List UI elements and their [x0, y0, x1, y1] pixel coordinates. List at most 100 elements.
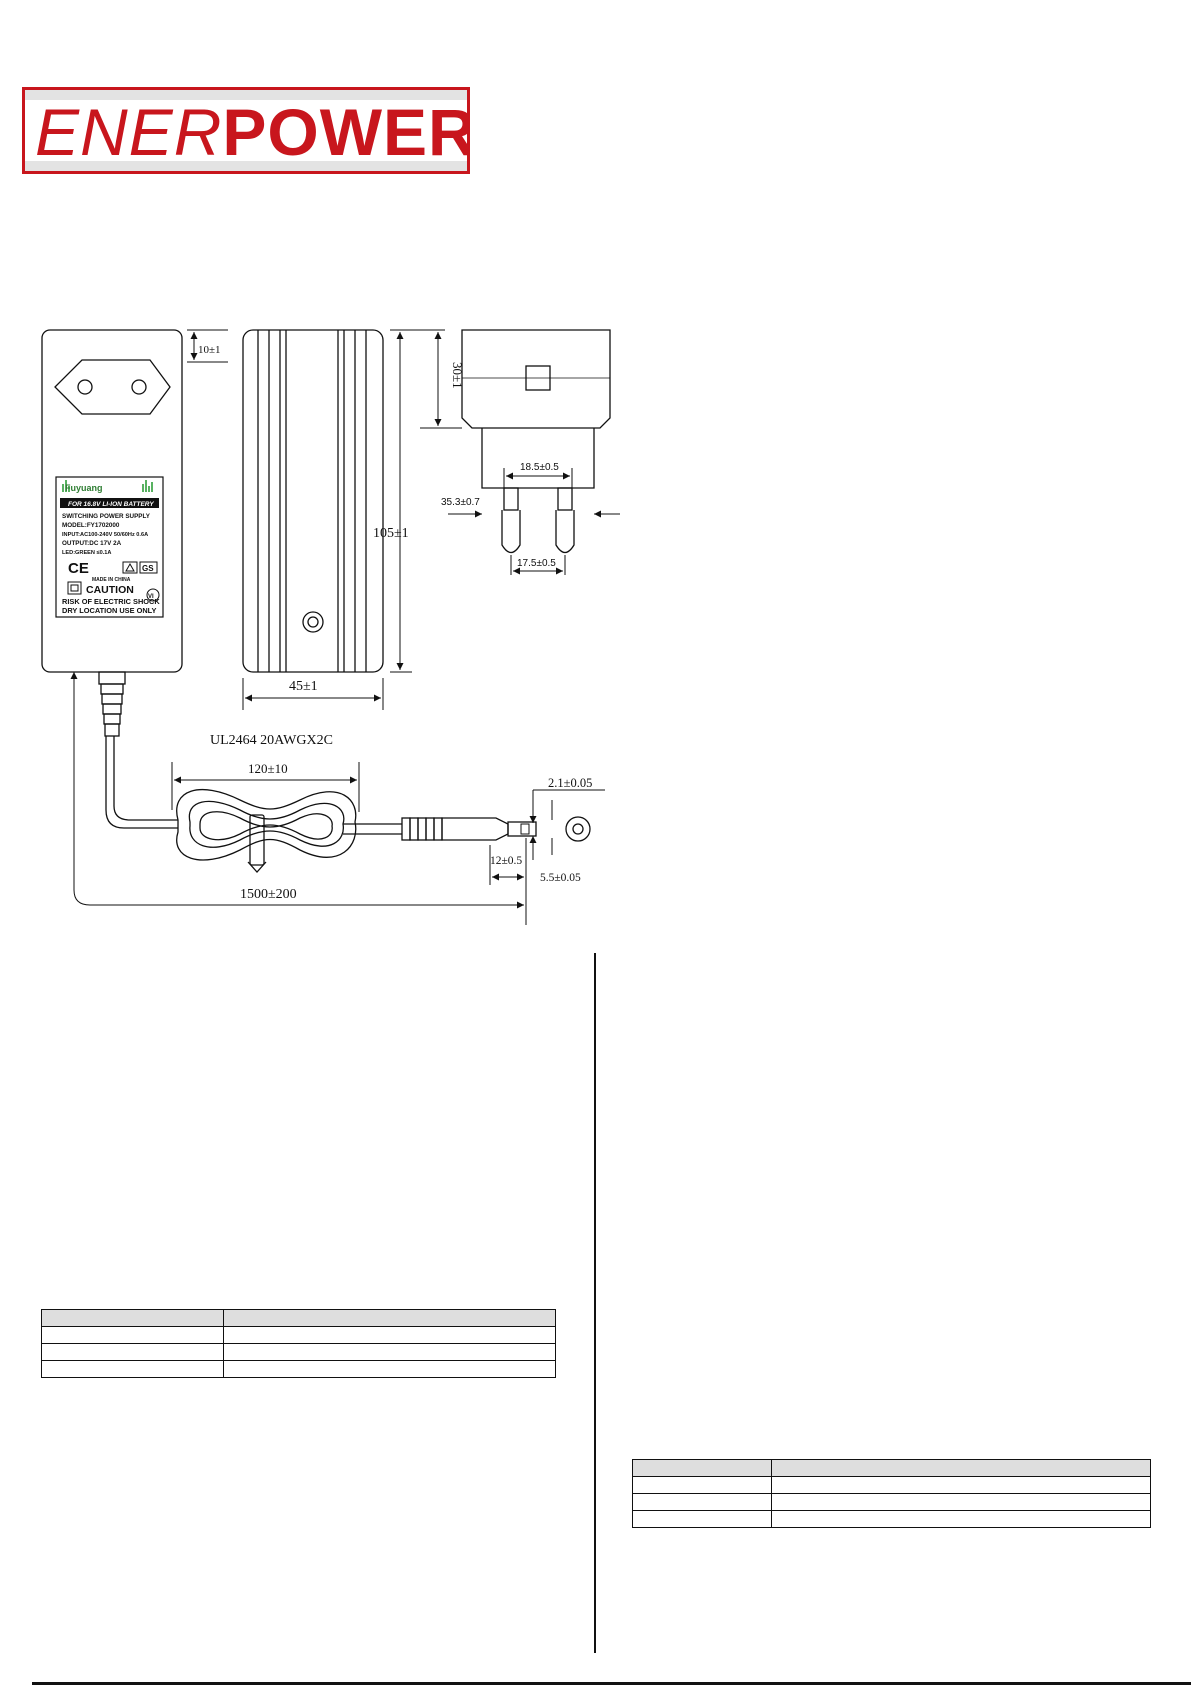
table-cell — [632, 1510, 772, 1528]
pin-right-sleeve — [557, 487, 573, 511]
logo-band-top — [25, 90, 467, 100]
plug-body-outline — [481, 428, 595, 489]
table-row — [632, 1476, 1151, 1494]
table-cell — [223, 1360, 556, 1378]
table-row — [41, 1326, 556, 1344]
pin-right-tip — [555, 510, 575, 554]
table-row — [41, 1360, 556, 1378]
ce-mark: CE — [68, 560, 89, 577]
dim-height: 105±1 — [373, 526, 409, 541]
side-view — [242, 329, 384, 673]
pin-left-tip — [501, 510, 521, 554]
cable-coil-core — [199, 811, 333, 841]
dim-barrel-outer-dia: 5.5±0.05 — [540, 872, 581, 884]
barrel-end-view-inner — [572, 823, 584, 835]
dim-plug-depth: 30±1 — [450, 362, 465, 389]
dim-cable-length: 1500±200 — [240, 887, 297, 902]
label-made-in: MADE IN CHINA — [92, 577, 131, 583]
dim-pin-spacing-bottom: 17.5±0.5 — [517, 558, 556, 569]
table-header-row — [41, 1309, 556, 1327]
table-cell — [771, 1493, 1151, 1511]
dc-plug-grip — [401, 817, 411, 841]
label-warning-1: RISK OF ELECTRIC SHOCK — [62, 597, 160, 606]
pin-left-sleeve — [503, 487, 519, 511]
table-cell — [771, 1476, 1151, 1494]
plug-pin-left — [77, 379, 93, 395]
label-border — [55, 476, 164, 618]
dimension-lines — [70, 329, 620, 925]
table-header-row — [632, 1459, 1151, 1477]
spec-table-right — [632, 1459, 1151, 1528]
logo-band-bottom — [25, 161, 467, 171]
table-cell — [41, 1343, 224, 1361]
double-insulation-inner — [70, 584, 79, 592]
dim-coil-length: 120±10 — [248, 761, 288, 776]
cable-assembly — [105, 736, 591, 873]
gs-mark: GS — [142, 564, 154, 573]
dim-width: 45±1 — [289, 679, 318, 694]
product-label — [55, 476, 164, 618]
footer-rule — [32, 1682, 1191, 1685]
led-indicator-icon — [307, 616, 319, 628]
plug-pin-right — [131, 379, 147, 395]
warning-triangle-icon — [125, 562, 135, 572]
plug-center-block — [525, 365, 551, 391]
strain-relief-seg2 — [101, 693, 123, 705]
plug-view — [461, 329, 611, 554]
label-caution: CAUTION — [86, 584, 134, 596]
dim-plug-width: 35.3±0.7 — [441, 497, 480, 508]
table-cell — [771, 1459, 1151, 1477]
strain-relief-seg4 — [103, 713, 121, 725]
label-line-4: OUTPUT:DC 17V 2A — [62, 540, 122, 547]
barrel-end-view-icon — [565, 816, 591, 842]
vi-mark: VI — [148, 594, 154, 600]
table-cell — [632, 1476, 772, 1494]
enerpower-logo: ENERPOWER — [22, 87, 470, 174]
side-rib-gap — [290, 585, 332, 660]
euro-plug-outline — [54, 359, 171, 415]
label-brand-text: Fuyuang — [65, 483, 103, 493]
battery-banner-bg — [60, 498, 159, 508]
dc-plug-grip — [417, 817, 427, 841]
table-cell — [632, 1459, 772, 1477]
dim-barrel-length: 12±0.5 — [490, 855, 522, 867]
table-cell — [632, 1493, 772, 1511]
logo-text-ener: ENER — [35, 95, 223, 169]
table-cell — [223, 1309, 556, 1327]
cable-from-adapter-inner — [113, 736, 178, 821]
column-divider — [594, 953, 596, 1653]
adapter-dimension-drawing: Fuyuang FOR 16.8V LI-ION BATTERY SWITCHI… — [41, 329, 620, 925]
dc-plug-grip — [425, 817, 435, 841]
dim-top-offset: 10±1 — [198, 344, 221, 356]
dc-plug-body — [441, 817, 509, 841]
dim-pin-spacing-top: 18.5±0.5 — [520, 462, 559, 473]
dc-plug-grip — [433, 817, 443, 841]
label-line-5: LED:GREEN ≤0.1A — [62, 550, 111, 556]
table-cell — [41, 1326, 224, 1344]
label-line-3: INPUT:AC100-240V 50/60Hz 0.6A — [62, 532, 148, 538]
table-cell — [223, 1326, 556, 1344]
table-cell — [223, 1343, 556, 1361]
strain-relief-seg1 — [100, 683, 124, 695]
dim-cable-type: UL2464 20AWGX2C — [210, 733, 333, 748]
table-cell — [41, 1309, 224, 1327]
plug-housing-outline — [461, 329, 611, 429]
led-indicator-outer — [302, 611, 324, 633]
strain-relief-top — [98, 671, 126, 685]
logo-text-power: POWER — [222, 95, 470, 169]
gs-mark-box — [139, 561, 158, 574]
dc-plug-grip — [409, 817, 419, 841]
vi-mark-circle — [146, 588, 160, 602]
table-cell — [41, 1360, 224, 1378]
spec-table-left — [41, 1309, 556, 1378]
dc-barrel-pin — [520, 823, 530, 835]
table-row — [632, 1493, 1151, 1511]
strain-relief-seg5 — [104, 723, 120, 737]
double-insulation-icon — [67, 581, 82, 595]
label-line-1: SWITCHING POWER SUPPLY — [62, 513, 151, 520]
label-line-2: MODEL:FY1702000 — [62, 522, 120, 529]
strain-relief-seg3 — [102, 703, 122, 715]
label-warning-2: DRY LOCATION USE ONLY — [62, 606, 157, 615]
label-triangle-box — [122, 561, 138, 574]
label-battery-banner: FOR 16.8V LI-ION BATTERY — [68, 501, 154, 508]
